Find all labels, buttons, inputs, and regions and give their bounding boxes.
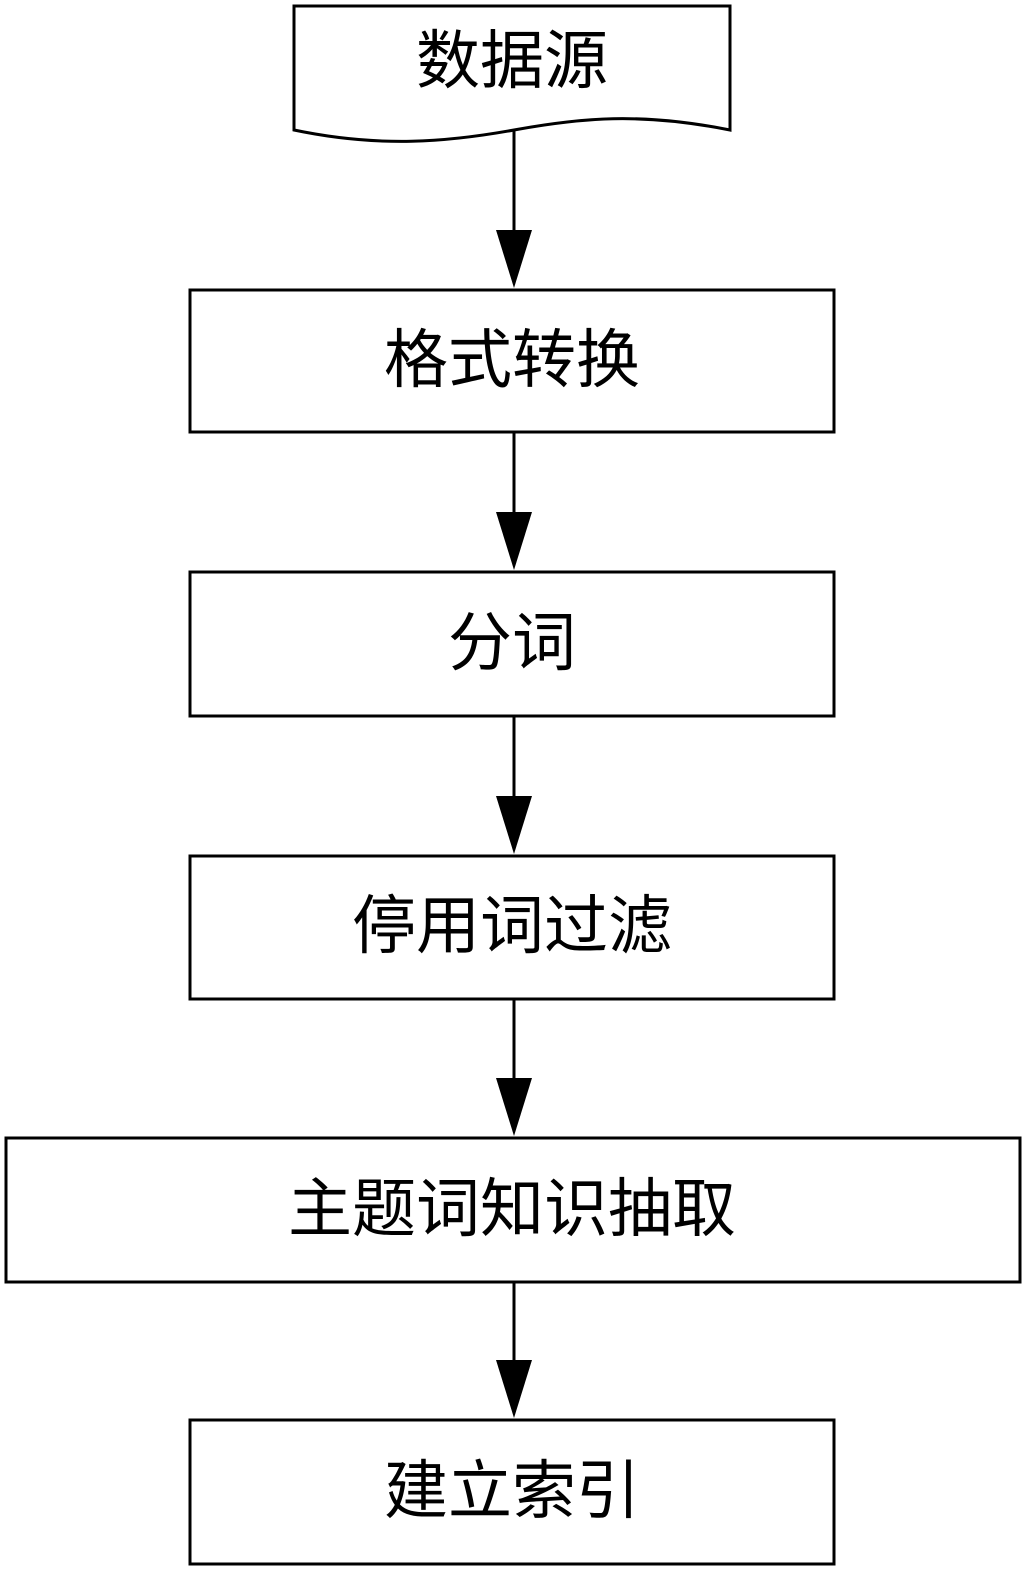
node-label: 建立索引: [384, 1455, 640, 1529]
node-label: 主题词知识抽取: [288, 1173, 736, 1247]
node-label: 分词: [448, 607, 576, 681]
connector-source-convert: [496, 130, 532, 288]
node-word-segmentation: 分词: [188, 570, 836, 718]
connector-extract-index: [496, 1282, 532, 1418]
arrow-head: [496, 1360, 532, 1418]
node-build-index: 建立索引: [188, 1418, 836, 1566]
arrow-head: [496, 796, 532, 854]
node-label: 数据源: [416, 25, 608, 99]
node-stopword-filtering: 停用词过滤: [188, 854, 836, 1001]
node-label: 格式转换: [384, 324, 640, 398]
process-box: [188, 288, 836, 434]
document-shape: [292, 4, 732, 143]
connector-convert-segment: [496, 432, 532, 570]
node-format-conversion: 格式转换: [188, 288, 836, 434]
process-box: [188, 570, 836, 718]
process-box: [188, 1418, 836, 1566]
node-label: 停用词过滤: [352, 890, 672, 964]
process-box: [4, 1136, 1022, 1284]
connector-segment-stopword: [496, 716, 532, 854]
connector-stopword-extract: [496, 999, 532, 1136]
process-box: [188, 854, 836, 1001]
arrow-head: [496, 1078, 532, 1136]
node-topic-extraction: 主题词知识抽取: [4, 1136, 1022, 1284]
arrow-head: [496, 230, 532, 288]
node-data-source: 数据源: [292, 4, 732, 143]
arrow-head: [496, 512, 532, 570]
